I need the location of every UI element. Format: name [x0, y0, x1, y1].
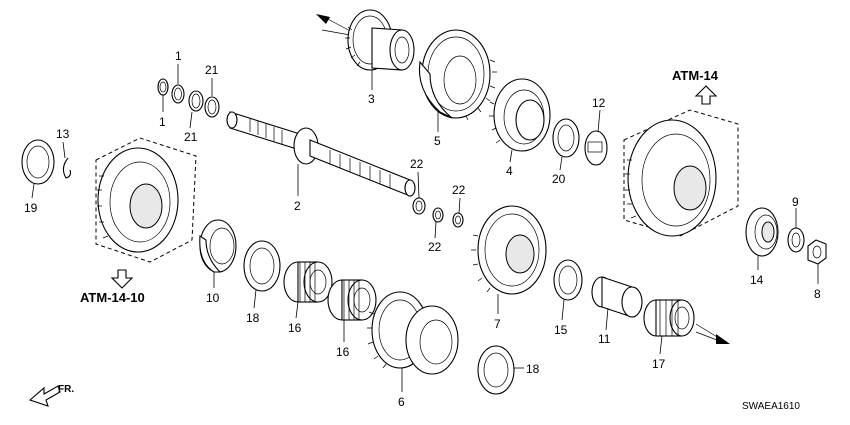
part-16-needle-bearing-b [327, 279, 377, 321]
callout-4: 4 [506, 164, 513, 178]
callout-9: 9 [792, 195, 799, 209]
callout-3: 3 [368, 92, 375, 106]
part-10-bearing [199, 219, 237, 273]
callout-6: 6 [398, 395, 405, 409]
part-22-washer-b [432, 207, 444, 223]
part-17-needle-bearing [643, 299, 695, 337]
part-12-plate [584, 130, 608, 166]
callout-16b: 16 [336, 345, 350, 359]
callout-10: 10 [206, 291, 220, 305]
front-label: FR. [58, 384, 74, 395]
part-6-gear [367, 291, 459, 375]
part-1-ring-b [171, 84, 185, 104]
part-3-gear [345, 9, 415, 71]
callout-22c: 22 [452, 183, 466, 197]
part-7-gear [471, 205, 547, 295]
callout-1a: 1 [175, 49, 182, 63]
callout-13: 13 [56, 127, 70, 141]
callout-21b: 21 [184, 130, 198, 144]
callout-16a: 16 [288, 321, 302, 335]
callout-20: 20 [552, 172, 566, 186]
callout-1b: 1 [159, 115, 166, 129]
callout-17: 17 [652, 357, 666, 371]
callout-15: 15 [554, 323, 568, 337]
part-1-ring-a [157, 78, 169, 96]
diagram-code: SWAEA1610 [742, 401, 800, 412]
assembly-atm-14-10 [95, 137, 197, 289]
shaft-axis-arrow-bottom [695, 323, 730, 344]
callout-21a: 21 [205, 63, 219, 77]
part-18-washer-a [243, 240, 281, 292]
part-20-washer [552, 118, 580, 158]
callout-22a: 22 [410, 157, 424, 171]
part-14-bearing [745, 207, 779, 257]
part-16-needle-bearing-a [283, 261, 333, 303]
callout-14: 14 [750, 273, 764, 287]
part-13-snap-ring [62, 157, 72, 179]
part-4-gear-hub [489, 78, 551, 152]
callout-11: 11 [598, 332, 611, 346]
callout-18a: 18 [246, 311, 260, 325]
part-9-washer [787, 227, 805, 253]
callout-7: 7 [494, 317, 501, 331]
callout-22b: 22 [428, 240, 442, 254]
front-direction-indicator: FR. [28, 384, 74, 407]
callout-5: 5 [434, 134, 441, 148]
part-19-seal [21, 139, 55, 185]
part-18-washer-b [477, 345, 515, 395]
callout-18b: 18 [526, 362, 540, 376]
part-22-washer-a [412, 197, 426, 215]
part-8-nut [807, 239, 827, 265]
part-15-washer [553, 259, 583, 301]
part-callouts: 1 1 21 21 3 5 4 20 12 13 19 2 22 22 22 1… [24, 49, 821, 409]
front-arrow-icon [28, 385, 61, 407]
part-22-washer-c [452, 212, 464, 228]
callout-19: 19 [24, 201, 38, 215]
part-21-ring-a [188, 90, 204, 112]
reference-atm-14-10: ATM-14-10 [80, 290, 145, 305]
part-2-mainshaft [226, 111, 416, 197]
part-11-collar [591, 276, 643, 318]
leader-lines [31, 64, 819, 392]
callout-12: 12 [592, 96, 606, 110]
part-21-ring-b [204, 96, 220, 118]
reference-atm-14: ATM-14 [672, 68, 719, 83]
callout-8: 8 [814, 287, 821, 301]
part-5-ring-gear [418, 29, 497, 121]
callout-2: 2 [294, 199, 301, 213]
assembly-atm-14 [623, 85, 739, 237]
